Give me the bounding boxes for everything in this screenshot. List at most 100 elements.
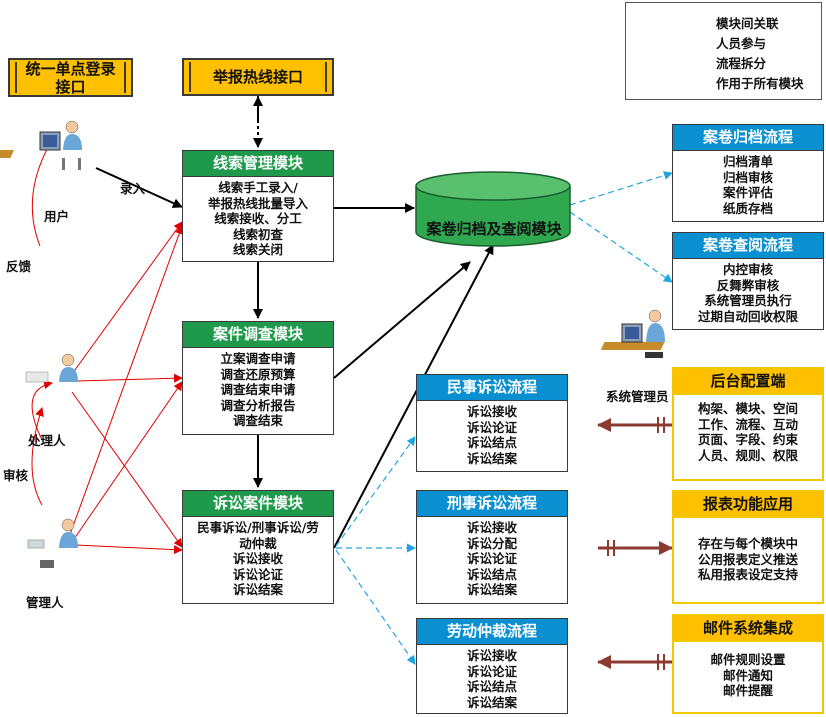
archive-module-label: 案卷归档及查阅模块 [426, 220, 562, 238]
review-flow-title: 案卷查阅流程 [673, 233, 823, 259]
litigation-module-items: 民事诉讼/刑事诉讼/劳 动仲裁 诉讼接收 诉讼论证 诉讼结案 [183, 517, 333, 598]
list-item: 诉讼分配 [466, 535, 517, 551]
legend-label-process-split: 流程拆分 [716, 56, 767, 71]
mail-integration-items: 邮件规则设置 邮件通知 邮件提醒 [674, 642, 822, 699]
list-item: 纸质存档 [722, 200, 773, 216]
investigation-module-title: 案件调查模块 [183, 322, 333, 348]
list-item: 诉讼论证 [466, 663, 517, 679]
list-item: 诉讼论证 [466, 419, 517, 435]
backend-config-title: 后台配置端 [674, 369, 822, 395]
report-function-items: 存在与每个模块中 公用报表定义推送 私用报表设定支持 [674, 518, 822, 583]
global-links [597, 417, 673, 670]
list-item: 反舞弊审核 [716, 277, 780, 293]
process-links [335, 171, 673, 665]
civil-flow-box: 民事诉讼流程 诉讼接收 诉讼论证 诉讼结点 诉讼结案 [416, 374, 568, 472]
module-links [95, 96, 494, 549]
list-item: 诉讼结点 [466, 566, 517, 582]
actor-user-label: 用户 [44, 209, 70, 224]
list-item: 过期自动回收权限 [697, 308, 798, 324]
review-flow-box: 案卷查阅流程 内控审核 反舞弊审核 系统管理员执行 过期自动回收权限 [672, 232, 824, 330]
handler-figure-icon [25, 353, 78, 383]
people-links [31, 139, 184, 555]
archive-database [415, 171, 571, 247]
criminal-flow-items: 诉讼接收 诉讼分配 诉讼论证 诉讼结点 诉讼结案 [417, 517, 567, 598]
list-item: 线索手工录入/ [218, 180, 298, 195]
list-item: 诉讼论证 [466, 551, 517, 567]
litigation-to-archive-link [333, 244, 494, 549]
list-item: 工作、流程、互动 [697, 416, 798, 432]
list-item: 邮件提醒 [722, 683, 773, 699]
actor-manager-label: 管理人 [26, 595, 64, 610]
criminal-flow-box: 刑事诉讼流程 诉讼接收 诉讼分配 诉讼论证 诉讼结点 诉讼结案 [416, 490, 568, 604]
investigation-module: 案件调查模块 立案调查申请 调查还原预算 调查结束申请 调查分析报告 调查结束 [182, 321, 334, 435]
legend-label-module-link: 模块间关联 [716, 16, 779, 31]
list-item: 归档清单 [722, 154, 773, 169]
list-item: 存在与每个模块中 [697, 536, 798, 551]
backend-config-box: 后台配置端 构架、模块、空间 工作、流程、互动 页面、字段、约束 人员、规则、权… [672, 367, 824, 481]
list-item: 诉讼结点 [466, 679, 517, 695]
user-figure-icon [0, 120, 82, 170]
legend-label-people: 人员参与 [716, 36, 767, 51]
list-item: 调查结束申请 [220, 382, 296, 398]
list-item: 归档审核 [722, 169, 773, 185]
list-item: 诉讼接收 [466, 520, 517, 535]
list-item: 诉讼接收 [232, 551, 283, 567]
list-item: 线索接收、分工 [214, 211, 302, 227]
labor-flow-items: 诉讼接收 诉讼论证 诉讼结点 诉讼结案 [417, 645, 567, 710]
list-item: 邮件通知 [722, 667, 773, 683]
sso-interface-label-1: 统一单点登录 [25, 59, 116, 78]
list-item: 诉讼结案 [466, 694, 517, 710]
sso-interface-label-2: 接口 [55, 77, 86, 96]
list-item: 立案调查申请 [220, 351, 296, 366]
list-item: 私用报表设定支持 [697, 567, 798, 583]
archive-flow-items: 归档清单 归档审核 案件评估 纸质存档 [673, 151, 823, 216]
edge-label-feedback: 反馈 [6, 259, 32, 274]
list-item: 诉讼结案 [466, 582, 517, 598]
list-item: 民事诉讼/刑事诉讼/劳 [197, 520, 319, 535]
list-item: 动仲裁 [239, 535, 277, 551]
list-item: 系统管理员执行 [704, 293, 792, 309]
list-item: 线索关闭 [232, 242, 283, 258]
list-item: 诉讼结案 [232, 582, 283, 598]
list-item: 举报热线批量导入 [207, 195, 308, 211]
list-item: 邮件规则设置 [710, 652, 786, 667]
mail-integration-box: 邮件系统集成 邮件规则设置 邮件通知 邮件提醒 [672, 614, 824, 714]
list-item: 案件评估 [722, 185, 773, 201]
sysadmin-figure-icon [600, 309, 665, 358]
criminal-flow-title: 刑事诉讼流程 [417, 491, 567, 517]
report-function-title: 报表功能应用 [674, 492, 822, 518]
hotline-interface: 举报热线接口 [182, 58, 334, 96]
sso-interface: 统一单点登录 接口 [8, 58, 133, 97]
civil-flow-items: 诉讼接收 诉讼论证 诉讼结点 诉讼结案 [417, 401, 567, 466]
litigation-module-title: 诉讼案件模块 [183, 491, 333, 517]
actor-handler-label: 处理人 [28, 433, 66, 448]
report-function-box: 报表功能应用 存在与每个模块中 公用报表定义推送 私用报表设定支持 [672, 490, 824, 604]
investigation-to-archive-link [333, 261, 471, 379]
list-item: 内控审核 [722, 262, 773, 277]
clue-module-items: 线索手工录入/ 举报热线批量导入 线索接收、分工 线索初查 线索关闭 [183, 177, 333, 258]
mail-integration-title: 邮件系统集成 [674, 616, 822, 642]
archive-flow-title: 案卷归档流程 [673, 125, 823, 151]
hotline-interface-label: 举报热线接口 [212, 68, 303, 86]
list-item: 构架、模块、空间 [697, 401, 798, 416]
list-item: 线索初查 [232, 226, 283, 242]
list-item: 公用报表定义推送 [697, 551, 798, 567]
clue-module: 线索管理模块 线索手工录入/ 举报热线批量导入 线索接收、分工 线索初查 线索关… [182, 150, 334, 262]
list-item: 调查分析报告 [220, 397, 296, 413]
archive-flow-box: 案卷归档流程 归档清单 归档审核 案件评估 纸质存档 [672, 124, 824, 222]
list-item: 调查还原预算 [220, 366, 296, 382]
list-item: 诉讼接收 [466, 404, 517, 419]
list-item: 诉讼结点 [466, 435, 517, 451]
litigation-module: 诉讼案件模块 民事诉讼/刑事诉讼/劳 动仲裁 诉讼接收 诉讼论证 诉讼结案 [182, 490, 334, 604]
list-item: 诉讼结案 [466, 450, 517, 466]
legend: 模块间关联 人员参与 流程拆分 作用于所有模块 [625, 2, 822, 100]
investigation-module-items: 立案调查申请 调查还原预算 调查结束申请 调查分析报告 调查结束 [183, 348, 333, 429]
labor-flow-box: 劳动仲裁流程 诉讼接收 诉讼论证 诉讼结点 诉讼结案 [416, 618, 568, 714]
list-item: 诉讼论证 [232, 566, 283, 582]
edge-label-input: 录入 [120, 181, 146, 196]
clue-module-title: 线索管理模块 [183, 151, 333, 177]
list-item: 诉讼接收 [466, 648, 517, 663]
manager-figure-icon [27, 518, 78, 568]
